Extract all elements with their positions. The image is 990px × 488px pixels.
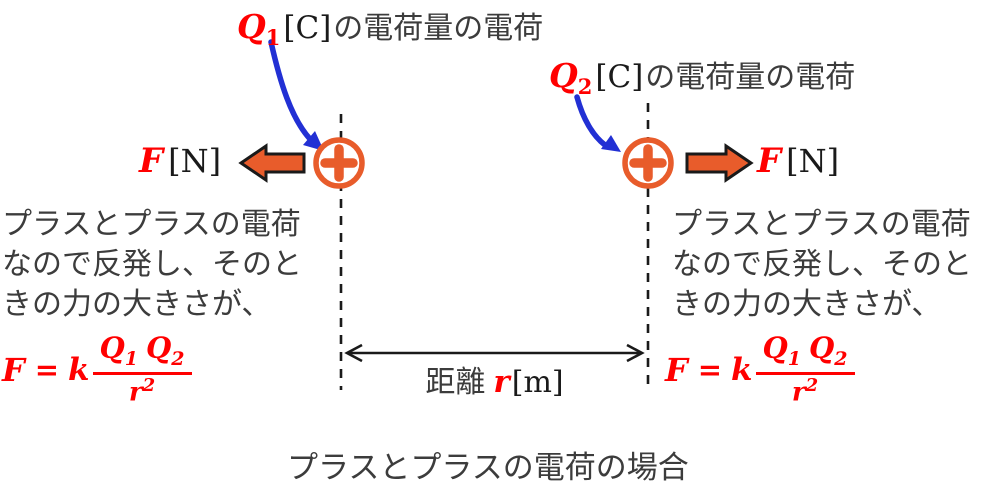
diagram-title: プラスとプラスの電荷の場合 — [287, 442, 689, 488]
force-symbol: F — [139, 141, 164, 181]
formula-denominator: r2 — [129, 375, 155, 407]
distance-unit: [m] — [511, 365, 564, 400]
q2-subscript: 2 — [577, 74, 593, 99]
note-line-3: きの力の大きさが、 — [2, 288, 272, 321]
left-note: プラスとプラスの電荷 なので反発し、そのと きの力の大きさが、 — [2, 205, 302, 325]
formula-q1-sub: 1 — [124, 347, 139, 370]
formula-constant: k — [731, 351, 753, 388]
q1-subscript: 1 — [265, 25, 281, 50]
formula-denominator: r2 — [792, 375, 818, 407]
force-unit: [N] — [168, 142, 222, 180]
note-line-1: プラスとプラスの電荷 — [2, 208, 301, 241]
formula-q2: Q — [809, 331, 835, 365]
left-charge-plus-circle-icon — [313, 137, 365, 189]
q1-charge-label: Q1[C]の電荷量の電荷 — [237, 3, 543, 50]
distance-symbol: r — [493, 364, 510, 400]
formula-lhs: F — [665, 350, 688, 389]
force-unit: [N] — [786, 142, 840, 180]
formula-q1-sub: 1 — [787, 347, 802, 370]
right-charge-plus-circle-icon — [622, 137, 674, 189]
note-line-2: なので反発し、そのと — [672, 248, 972, 281]
formula-q2: Q — [146, 331, 172, 365]
q2-symbol: Q — [549, 56, 578, 95]
formula-equals: = — [697, 352, 723, 387]
q2-pointer-arrow — [574, 94, 608, 148]
q1-unit: [C] — [283, 10, 332, 46]
formula-r-exp: 2 — [805, 374, 819, 396]
q2-unit: [C] — [595, 59, 644, 95]
q2-label-text: の電荷量の電荷 — [645, 61, 856, 94]
distance-arrowhead-right — [626, 343, 645, 363]
formula-constant: k — [68, 351, 90, 388]
note-line-2: なので反発し、そのと — [2, 248, 302, 281]
q2-charge-label: Q2[C]の電荷量の電荷 — [549, 52, 855, 99]
formula-r: r — [128, 377, 143, 408]
formula-q1: Q — [99, 331, 125, 365]
q1-pointer-arrow — [268, 39, 313, 142]
formula-q2-sub: 2 — [171, 347, 185, 370]
note-line-3: きの力の大きさが、 — [672, 288, 942, 321]
formula-r-exp: 2 — [142, 374, 156, 396]
q1-symbol: Q — [237, 7, 266, 46]
q1-pointer-arrowhead — [303, 131, 324, 151]
note-line-1: プラスとプラスの電荷 — [672, 208, 971, 241]
formula-r: r — [791, 377, 806, 408]
left-force-arrow — [238, 143, 306, 183]
distance-prefix: 距離 — [425, 366, 486, 399]
formula-equals: = — [34, 352, 60, 387]
formula-lhs: F — [2, 350, 25, 389]
formula-q2-sub: 2 — [834, 347, 848, 370]
q1-label-text: の電荷量の電荷 — [333, 12, 544, 45]
right-note: プラスとプラスの電荷 なので反発し、そのと きの力の大きさが、 — [672, 205, 972, 325]
left-force-label: F[N] — [139, 141, 221, 181]
right-force-arrow — [685, 143, 754, 183]
right-force-label: F[N] — [757, 141, 839, 181]
force-symbol: F — [757, 141, 782, 181]
formula-q1: Q — [762, 331, 788, 365]
q2-pointer-arrowhead — [601, 135, 621, 152]
distance-arrowhead-left — [344, 343, 363, 363]
